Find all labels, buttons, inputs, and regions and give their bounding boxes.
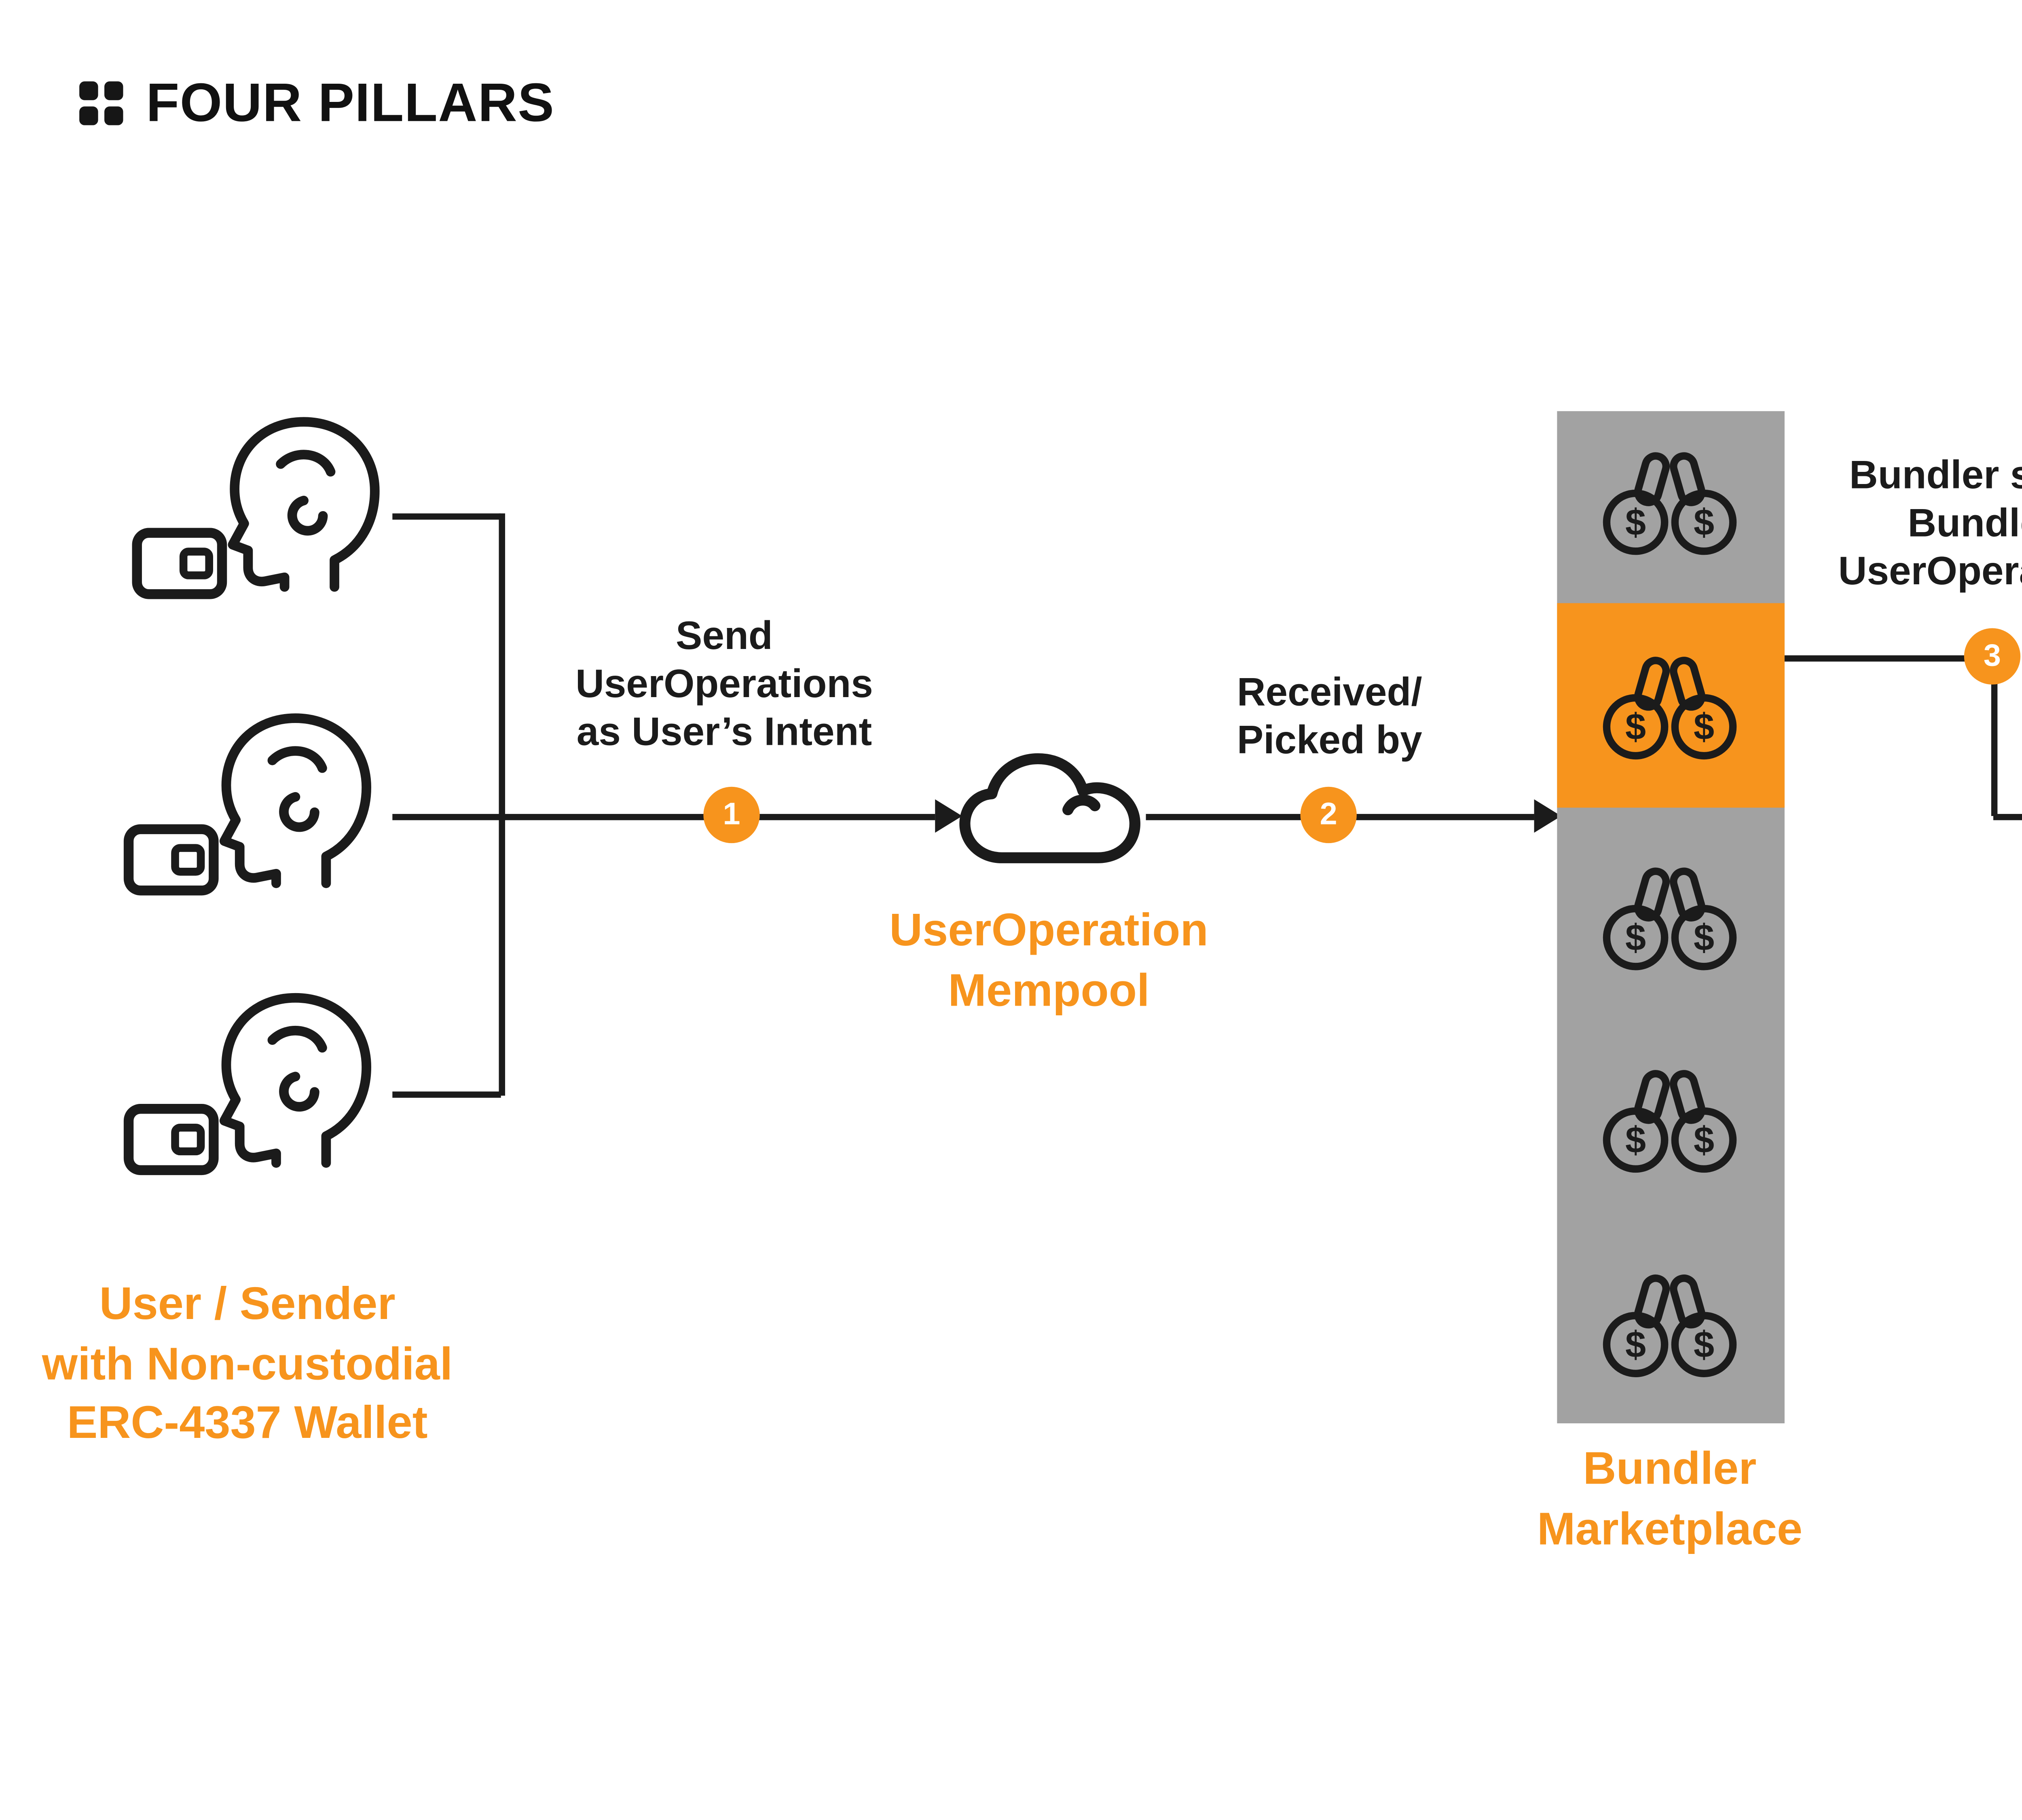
connector-bracket (499, 513, 506, 1096)
step1-caption: Send UserOperations as User’s Intent (575, 615, 873, 757)
step-2-badge: 2 (1300, 786, 1357, 843)
arrowhead-step1 (935, 799, 962, 833)
brand-name: FOUR PILLARS (146, 71, 555, 134)
flow-line-step3c (1993, 814, 2022, 820)
connector-user2 (392, 814, 501, 820)
binoculars-icon (1593, 1269, 1747, 1382)
arrowhead-step2 (1534, 799, 1561, 833)
brand: FOUR PILLARS (79, 71, 554, 135)
cloud-icon (954, 745, 1146, 875)
flow-line-step3b (1991, 657, 1998, 816)
step-1-badge: 1 (703, 786, 760, 843)
four-pillars-logo-icon (79, 81, 123, 125)
wallet-icon (121, 1102, 221, 1177)
step-3-badge: 3 (1964, 628, 2021, 685)
binoculars-icon (1593, 447, 1747, 560)
connector-user3 (392, 1091, 501, 1098)
wallet-icon (129, 526, 230, 601)
binoculars-icon (1593, 862, 1747, 975)
flow-line-step3a (1784, 655, 1996, 662)
wallet-icon (121, 822, 221, 898)
sender-label: User / Sender with Non-custodial ERC-433… (42, 1277, 453, 1449)
step3-caption: Bundler sends Bundled UserOperations (1838, 455, 2022, 596)
bundler-label: Bundler Marketplace (1537, 1442, 1803, 1554)
bundler-marketplace-column (1557, 411, 1785, 1424)
binoculars-icon-selected (1593, 651, 1747, 764)
user-sender-2 (121, 697, 392, 910)
mempool-label: UserOperation Mempool (889, 903, 1208, 1016)
connector-user1 (392, 513, 501, 520)
selected-bundler-highlight (1557, 603, 1785, 808)
user-sender-3 (121, 977, 392, 1189)
user-sender-1 (129, 401, 401, 613)
step2-caption: Received/ Picked by (1237, 672, 1422, 764)
binoculars-icon (1593, 1064, 1747, 1177)
